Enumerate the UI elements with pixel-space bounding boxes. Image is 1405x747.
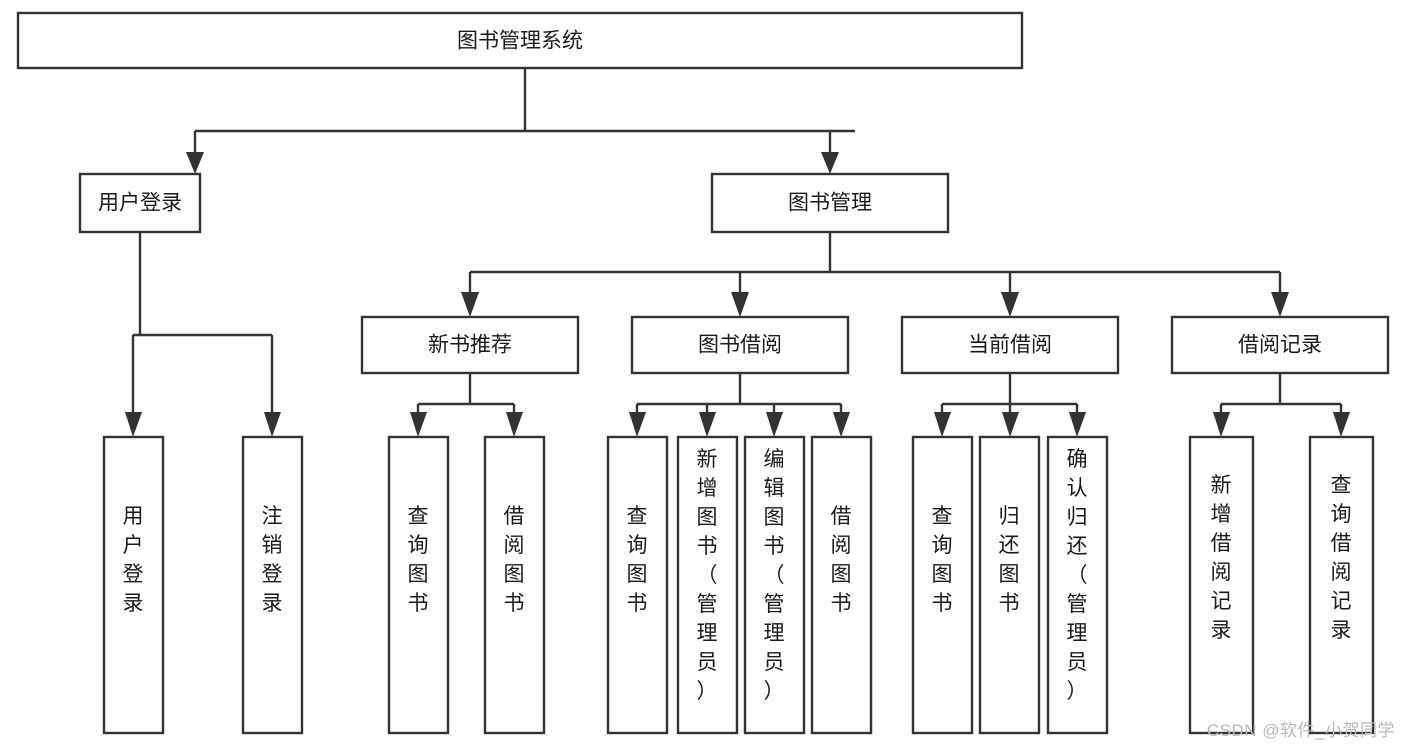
- node-borrow-record[interactable]: 借阅记录: [1170, 315, 1390, 375]
- node-leaf-query-record-label: 查询借阅记录: [1331, 474, 1352, 642]
- node-leaf-query-book-2-box[interactable]: [606, 435, 669, 735]
- node-borrow-record-box[interactable]: [1170, 315, 1390, 375]
- node-book-management[interactable]: 图书管理: [710, 172, 950, 234]
- node-leaf-add-book-box[interactable]: [676, 435, 739, 735]
- node-user-login-label: 用户登录: [98, 192, 182, 215]
- arrow-to-leaf-query-record: [1333, 412, 1350, 437]
- node-leaf-borrow-book-1-label: 借阅图书: [504, 505, 525, 615]
- node-root-label: 图书管理系统: [457, 30, 583, 53]
- arrow-to-leaf-query-book-2: [629, 412, 646, 437]
- arrow-to-leaf-query-book-3: [934, 412, 951, 437]
- arrow-to-book-management: [821, 152, 839, 174]
- node-leaf-edit-book[interactable]: 编辑图书（管理员）: [743, 435, 806, 735]
- arrow-to-leaf-edit-book: [766, 412, 783, 437]
- node-leaf-user-login-box[interactable]: [102, 435, 165, 735]
- node-user-login[interactable]: 用户登录: [78, 172, 202, 234]
- node-leaf-confirm-return-label: 确认归还（管理员）: [1067, 448, 1088, 703]
- node-leaf-query-book-1-box[interactable]: [387, 435, 450, 735]
- arrow-to-leaf-query-book-1: [410, 412, 427, 437]
- node-leaf-query-book-2[interactable]: 查询图书: [606, 435, 669, 735]
- arrow-to-borrow-record: [1271, 292, 1289, 317]
- csdn-watermark: CSDN @软件_小贺同学: [1206, 721, 1395, 740]
- arrow-to-book-borrow: [731, 292, 749, 317]
- node-current-borrow-box[interactable]: [900, 315, 1120, 375]
- arrow-to-leaf-confirm-return: [1069, 412, 1086, 437]
- arrow-to-leaf-return-book: [1002, 412, 1019, 437]
- node-leaf-query-book-1-label: 查询图书: [408, 505, 429, 615]
- node-leaf-query-book-2-label: 查询图书: [627, 505, 648, 615]
- node-leaf-edit-book-box[interactable]: [743, 435, 806, 735]
- node-book-management-box[interactable]: [710, 172, 950, 234]
- node-leaf-edit-book-label: 编辑图书（管理员）: [764, 448, 785, 703]
- node-book-borrow-label: 图书借阅: [698, 334, 782, 357]
- node-book-borrow-box[interactable]: [630, 315, 850, 375]
- node-user-login-box[interactable]: [78, 172, 202, 234]
- node-current-borrow-label: 当前借阅: [968, 334, 1052, 357]
- node-root-box[interactable]: [16, 11, 1024, 70]
- node-leaf-query-book-3-label: 查询图书: [932, 505, 953, 615]
- node-leaf-add-record[interactable]: 新增借阅记录: [1188, 435, 1255, 735]
- arrow-to-new-book-recommend: [461, 292, 479, 317]
- node-leaf-add-book[interactable]: 新增图书（管理员）: [676, 435, 739, 735]
- node-new-book-recommend[interactable]: 新书推荐: [360, 315, 580, 375]
- node-leaf-borrow-book-2[interactable]: 借阅图书: [810, 435, 873, 735]
- node-leaf-user-login-label: 用户登录: [123, 505, 144, 615]
- node-leaf-return-book[interactable]: 归还图书: [978, 435, 1041, 735]
- node-borrow-record-label: 借阅记录: [1238, 334, 1322, 357]
- node-book-management-label: 图书管理: [788, 192, 872, 215]
- node-book-borrow[interactable]: 图书借阅: [630, 315, 850, 375]
- arrow-to-leaf-logout: [264, 412, 281, 437]
- node-leaf-borrow-book-1-box[interactable]: [483, 435, 546, 735]
- node-leaf-logout-label: 注销登录: [262, 505, 283, 615]
- node-leaf-add-record-label: 新增借阅记录: [1211, 474, 1232, 642]
- node-leaf-return-book-box[interactable]: [978, 435, 1041, 735]
- arrow-to-current-borrow: [1001, 292, 1019, 317]
- node-leaf-logout-box[interactable]: [241, 435, 304, 735]
- arrow-to-leaf-borrow-book-1: [506, 412, 523, 437]
- connectors-layer: [125, 68, 1350, 437]
- node-leaf-return-book-label: 归还图书: [999, 505, 1020, 615]
- node-leaf-confirm-return-box[interactable]: [1046, 435, 1109, 735]
- node-leaf-query-book-3-box[interactable]: [911, 435, 974, 735]
- node-new-book-recommend-label: 新书推荐: [428, 334, 512, 357]
- node-leaf-borrow-book-1[interactable]: 借阅图书: [483, 435, 546, 735]
- arrow-to-leaf-add-book: [699, 412, 716, 437]
- node-leaf-borrow-book-2-box[interactable]: [810, 435, 873, 735]
- node-leaf-query-book-1[interactable]: 查询图书: [387, 435, 450, 735]
- node-current-borrow[interactable]: 当前借阅: [900, 315, 1120, 375]
- arrow-to-leaf-add-record: [1213, 412, 1230, 437]
- node-new-book-recommend-box[interactable]: [360, 315, 580, 375]
- node-leaf-query-record-box[interactable]: [1308, 435, 1375, 735]
- node-leaf-confirm-return[interactable]: 确认归还（管理员）: [1046, 435, 1109, 735]
- node-leaf-user-login[interactable]: 用户登录: [102, 435, 165, 735]
- arrow-to-user-login: [186, 152, 204, 174]
- node-leaf-query-book-3[interactable]: 查询图书: [911, 435, 974, 735]
- node-leaf-query-record[interactable]: 查询借阅记录: [1308, 435, 1375, 735]
- arrow-to-leaf-user-login: [125, 412, 142, 437]
- node-leaf-add-book-label: 新增图书（管理员）: [697, 448, 718, 703]
- node-root[interactable]: 图书管理系统: [16, 11, 1024, 70]
- node-leaf-borrow-book-2-label: 借阅图书: [831, 505, 852, 615]
- node-leaf-add-record-box[interactable]: [1188, 435, 1255, 735]
- node-leaf-logout[interactable]: 注销登录: [241, 435, 304, 735]
- arrow-to-leaf-borrow-book-2: [833, 412, 850, 437]
